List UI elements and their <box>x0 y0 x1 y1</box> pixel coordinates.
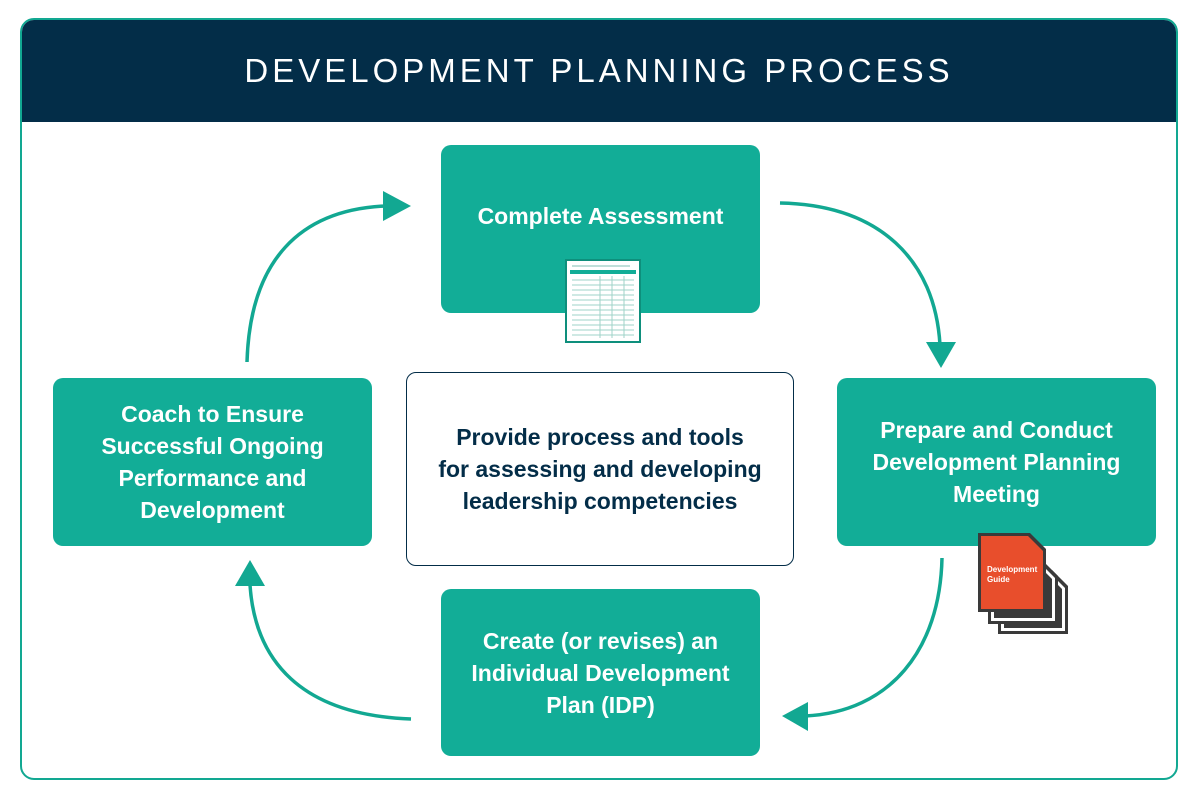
guide-label-line: Development <box>987 565 1038 574</box>
step-create-idp: Create (or revises) an Individual Develo… <box>441 589 760 756</box>
center-text-line: for assessing and developing <box>438 456 762 482</box>
arrowhead-icon <box>782 702 808 731</box>
step-label-line: Successful Ongoing <box>101 433 324 459</box>
step-label-line: Create (or revises) an <box>482 627 719 654</box>
page-title: DEVELOPMENT PLANNING PROCESS <box>244 52 954 89</box>
step-coach: Coach to Ensure Successful Ongoing Perfo… <box>53 378 372 546</box>
step-label-line: Development <box>140 497 285 523</box>
header-bar: DEVELOPMENT PLANNING PROCESS <box>22 20 1176 122</box>
guide-label-line: Guide <box>987 575 1010 584</box>
arrow-meeting-to-idp <box>804 557 944 718</box>
step-label-line: Meeting <box>953 481 1040 507</box>
step-label-line: Plan (IDP) <box>546 691 655 718</box>
arrow-assessment-to-meeting <box>779 201 942 346</box>
step-label-line: Development Planning <box>872 449 1121 475</box>
center-text-line: Provide process and tools <box>456 424 744 450</box>
arrow-idp-to-coach <box>248 584 412 721</box>
arrowhead-icon <box>926 342 956 368</box>
step-prepare-meeting: Prepare and Conduct Development Planning… <box>837 378 1156 546</box>
center-text-line: leadership competencies <box>462 488 738 514</box>
step-label-line: Coach to Ensure <box>121 401 304 427</box>
development-guide-icon: Development Guide <box>978 533 1068 634</box>
center-purpose-box: Provide process and tools for assessing … <box>406 372 794 566</box>
arrowhead-icon <box>383 191 411 221</box>
arrow-coach-to-assessment <box>245 204 386 363</box>
step-label-line: Individual Development <box>471 659 730 686</box>
step-label-line: Performance and <box>118 465 307 491</box>
assessment-form-icon <box>565 259 641 343</box>
step-label-line: Complete Assessment <box>477 203 724 229</box>
step-label-line: Prepare and Conduct <box>880 417 1113 443</box>
arrowhead-icon <box>235 560 265 586</box>
